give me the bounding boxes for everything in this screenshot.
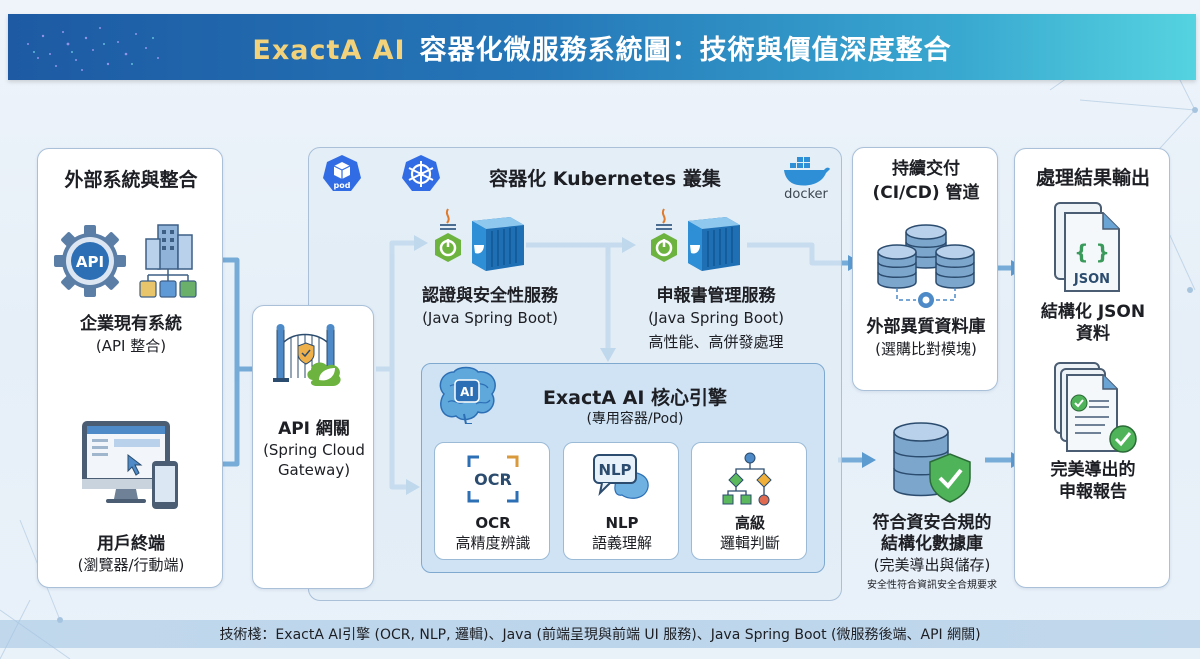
ai-core-title: ExactA AI 核心引擎 [542, 387, 728, 409]
output-panel: 處理結果輸出 { } JSON 結構化 JSON 資料 完美導出的 申報報告 [1014, 148, 1170, 588]
spring-boot-icon [651, 233, 677, 262]
spring-boot-icon [435, 233, 461, 262]
gateway-detail-line2: Gateway) [277, 461, 351, 479]
kubernetes-icon [402, 155, 440, 191]
pod-icon: pod [323, 155, 361, 191]
docker-logo-icon: docker [784, 157, 830, 201]
java-cup-icon [656, 208, 672, 230]
nlp-module-card: NLP NLP 語義理解 [563, 442, 679, 560]
secure-database-icon [893, 422, 971, 503]
svg-text:{ }: { } [1074, 240, 1109, 264]
cicd-title-line2: (CI/CD) 管道 [872, 183, 980, 203]
api-gateway-panel: API 網關 (Spring Cloud Gateway) [252, 305, 374, 589]
svg-text:NLP: NLP [598, 461, 631, 479]
java-cup-icon [440, 208, 456, 230]
enterprise-system-detail: (API 整合) [95, 337, 167, 355]
tech-stack-footer: 技術棧：ExactA AI引擎 (OCR, NLP, 邏輯)、Java (前端呈… [0, 620, 1200, 648]
cluster-title: 容器化 Kubernetes 叢集 [489, 168, 721, 190]
svg-text:pod: pod [334, 181, 351, 190]
secure-db-note: 安全性符合資訊安全合規要求 [867, 580, 997, 591]
arrowhead [862, 452, 876, 468]
auth-service-tech: (Java Spring Boot) [422, 309, 558, 327]
external-db-detail: (選購比對模塊) [875, 340, 977, 358]
cicd-pipeline-panel: 持續交付 (CI/CD) 管道 外部異質資料庫 (選購比對模塊) [852, 147, 998, 391]
filing-service-name: 申報書管理服務 [656, 286, 776, 306]
svg-text:AI: AI [460, 385, 474, 399]
desktop-mobile-icon [82, 421, 178, 509]
approved-report-icon [1054, 362, 1137, 453]
secure-db-line1: 符合資安合規的 [872, 513, 992, 533]
svg-text:OCR: OCR [474, 470, 512, 489]
nlp-module-line2: 語義理解 [591, 534, 652, 552]
docker-container-icon [472, 217, 524, 271]
gateway-detail-line1: (Spring Cloud [263, 441, 365, 459]
report-output-line1: 完美導出的 [1050, 460, 1136, 480]
decision-tree-icon [722, 452, 772, 506]
ai-core-subtitle: (專用容器/Pod) [586, 411, 684, 427]
auth-service-name: 認證與安全性服務 [422, 286, 558, 306]
report-output-line2: 申報報告 [1059, 482, 1127, 502]
brand-name: ExactA AI [252, 34, 406, 66]
json-output-line2: 資料 [1076, 324, 1110, 344]
secure-db-line2: 結構化數據庫 [881, 534, 983, 554]
ocr-scan-icon: OCR [467, 455, 519, 503]
svg-text:API: API [76, 253, 104, 271]
docker-container-icon [688, 217, 740, 271]
client-terminal-name: 用戶終端 [97, 534, 165, 554]
api-gear-building-icon: API [54, 224, 197, 298]
external-systems-title: 外部系統與整合 [64, 169, 198, 191]
filing-service-tech: (Java Spring Boot) [648, 309, 784, 327]
title-text: 容器化微服務系統圖：技術與價值深度整合 [419, 34, 952, 66]
json-document-icon: { } JSON [1054, 202, 1120, 292]
json-output-line1: 結構化 JSON [1040, 302, 1146, 322]
nlp-module-line1: NLP [605, 514, 639, 532]
svg-text:docker: docker [784, 187, 828, 201]
page-title: ExactA AI 容器化微服務系統圖：技術與價值深度整合 [252, 28, 951, 67]
enterprise-system-name: 企業現有系統 [80, 314, 182, 334]
ai-brain-icon: AI [439, 366, 496, 424]
filing-service-note: 高性能、高併發處理 [648, 333, 784, 351]
external-systems-panel: 外部系統與整合 API [37, 148, 223, 588]
nlp-chat-brain-icon: NLP [593, 454, 649, 499]
filing-service-icons [651, 208, 740, 271]
client-terminal-detail: (瀏覽器/行動端) [77, 556, 185, 574]
gate-shield-spring-icon [273, 324, 341, 386]
tech-stack-text: 技術棧：ExactA AI引擎 (OCR, NLP, 邏輯)、Java (前端呈… [219, 627, 981, 643]
gateway-name: API 網關 [278, 419, 350, 439]
secure-db-line3: (完美導出與儲存) [873, 556, 991, 574]
auth-service-icons [435, 208, 524, 271]
cicd-title-line1: 持續交付 [892, 159, 960, 179]
title-banner: ExactA AI 容器化微服務系統圖：技術與價值深度整合 [8, 14, 1196, 80]
particle-dots-decoration [27, 27, 159, 71]
logic-module-line2: 邏輯判斷 [719, 534, 780, 552]
ocr-module-card: OCR OCR 高精度辨識 [434, 442, 550, 560]
logic-module-line1: 高級 [734, 514, 765, 532]
ocr-module-line2: 高精度辨識 [455, 534, 531, 552]
external-db-name: 外部異質資料庫 [866, 317, 986, 337]
heterogeneous-database-icon [877, 224, 975, 308]
svg-text:JSON: JSON [1073, 272, 1110, 287]
output-title: 處理結果輸出 [1035, 167, 1150, 189]
ocr-module-line1: OCR [475, 514, 511, 532]
logic-module-card: 高級 邏輯判斷 [691, 442, 807, 560]
